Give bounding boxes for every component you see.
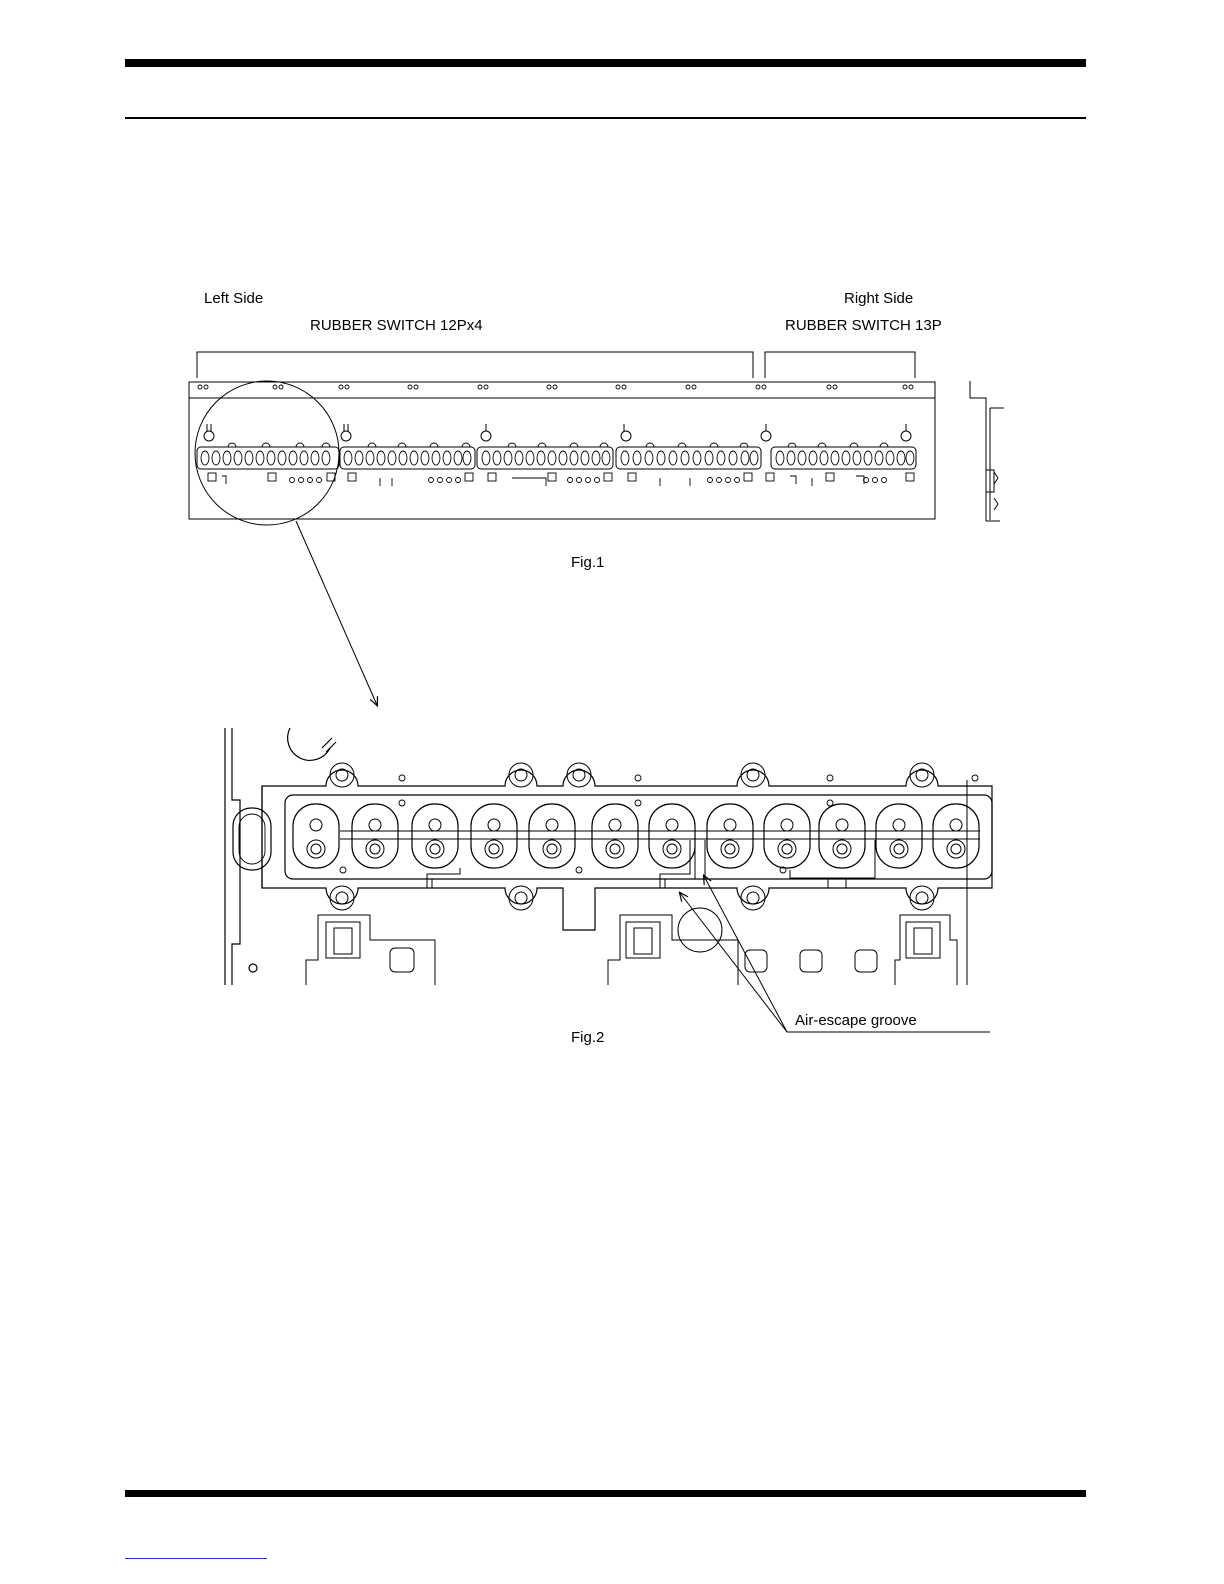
air-escape-callout [680,876,990,1032]
fig1-drawing [189,352,1004,705]
fig2-lower-parts [306,780,967,985]
rubber-switch-strips [197,447,916,469]
fig2-switch-body [262,770,992,930]
zoom-arrow [296,521,377,705]
left-switch-bracket [197,352,753,378]
rubber-switch-contacts [201,451,914,465]
fig1-side-view [970,381,1004,521]
right-switch-bracket [765,352,915,378]
fig2-pad-contacts [307,819,965,858]
fig2-drawing [225,728,992,1032]
fig1-connectors [204,424,911,441]
strip-mount-tabs [228,443,888,447]
board-mounting-holes [198,385,913,389]
pcb-board-outline [189,382,935,519]
air-escape-grooves [427,840,875,888]
fig2-frame-edge [225,728,240,985]
fig1-lower-parts [208,473,914,486]
fig2-switch-pads [293,804,979,868]
